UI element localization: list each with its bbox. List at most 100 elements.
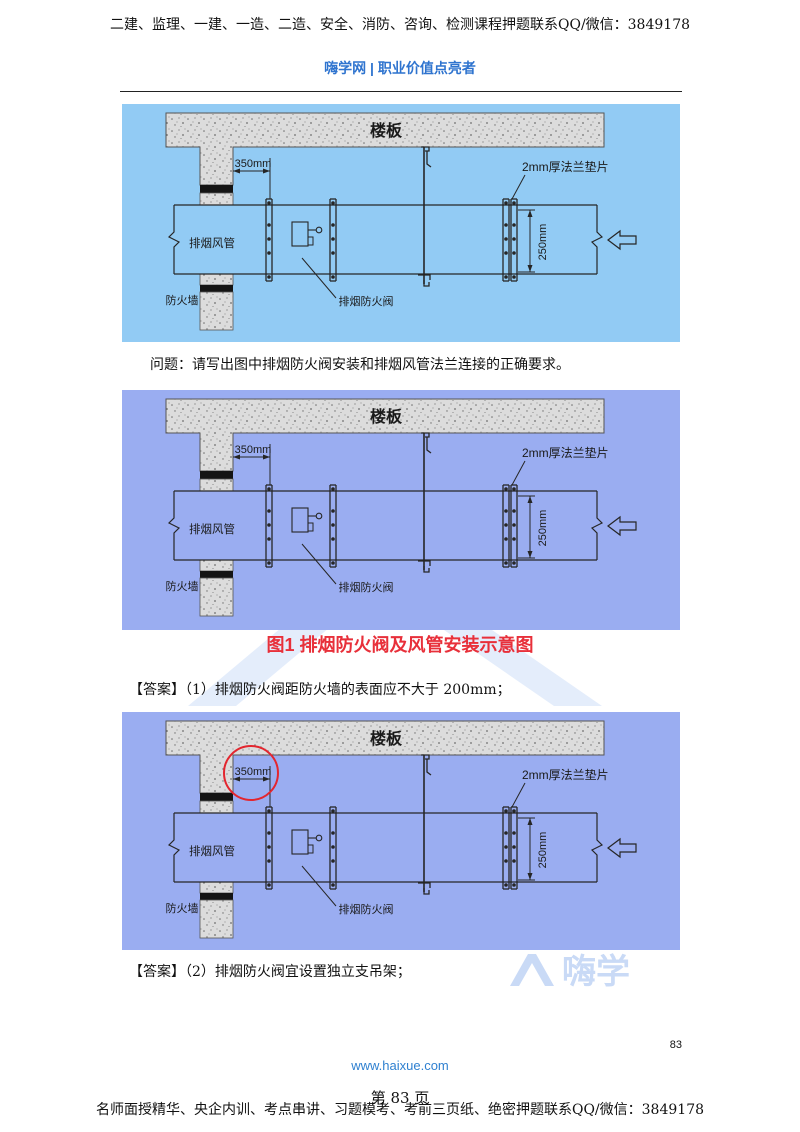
dimension-350: 350mm bbox=[233, 444, 271, 485]
flange-bolt bbox=[331, 537, 335, 541]
flange-bolt bbox=[512, 831, 516, 835]
damper-flange bbox=[329, 806, 337, 890]
fire-wall-seal-band bbox=[200, 185, 233, 193]
flange-bolt bbox=[512, 523, 516, 527]
hanger-top-bracket bbox=[421, 432, 432, 454]
damper-fuse bbox=[307, 236, 314, 246]
flange-bolt bbox=[267, 537, 271, 541]
flange-bolt bbox=[267, 831, 271, 835]
dimension-arrowhead bbox=[527, 551, 533, 558]
damper-body bbox=[291, 221, 309, 247]
flange-bolt bbox=[512, 223, 516, 227]
fire-wall bbox=[199, 291, 234, 331]
flange-bolt bbox=[512, 859, 516, 863]
flange-bolt bbox=[267, 845, 271, 849]
duct-flange bbox=[265, 806, 273, 890]
dimension-arrowhead bbox=[263, 776, 270, 782]
gasket-leader-line bbox=[511, 174, 526, 200]
dimension-350: 350mm bbox=[233, 766, 271, 807]
hanger-top-bracket bbox=[421, 754, 432, 776]
duct-break-right bbox=[590, 813, 604, 882]
fire-wall-seal-band bbox=[200, 285, 233, 292]
damper-actuator bbox=[315, 834, 323, 842]
flange-bolt bbox=[267, 883, 271, 887]
dimension-arrowhead bbox=[263, 168, 270, 174]
website-url: www.haixue.com bbox=[351, 1058, 449, 1073]
flange-bolt bbox=[267, 561, 271, 565]
flange-bolt bbox=[512, 237, 516, 241]
flange-bolt bbox=[504, 251, 508, 255]
label-gasket: 2mm厚法兰垫片 bbox=[522, 159, 609, 174]
gasket-flange-left bbox=[502, 806, 510, 890]
label-damper: 排烟防火阀 bbox=[339, 294, 394, 308]
fire-wall-seal-band bbox=[200, 893, 233, 900]
damper-body bbox=[291, 829, 309, 855]
fire-wall-fill bbox=[199, 881, 234, 894]
dimension-arrowhead bbox=[263, 454, 270, 460]
duct-flange bbox=[265, 198, 273, 282]
answer-1: 【答案】（1）排烟防火阀距防火墙的表面应不大于 200mm； bbox=[129, 682, 511, 698]
flange-bolt bbox=[512, 275, 516, 279]
damper-actuator bbox=[315, 226, 323, 234]
answer-2: 【答案】（2）排烟防火阀宜设置独立支吊架； bbox=[129, 964, 411, 980]
flange-bolt bbox=[331, 561, 335, 565]
label-fire-wall: 防火墙 bbox=[166, 293, 199, 307]
label-slab: 楼板 bbox=[370, 729, 403, 748]
flange-bolt bbox=[504, 487, 508, 491]
fire-wall-fill bbox=[199, 192, 234, 206]
label-duct: 排烟风管 bbox=[189, 844, 235, 858]
flange-bolt bbox=[504, 275, 508, 279]
flange-bolt bbox=[504, 831, 508, 835]
flange-bolt bbox=[331, 237, 335, 241]
label-fire-wall: 防火墙 bbox=[166, 901, 199, 915]
flange-bolt bbox=[512, 809, 516, 813]
figure-caption: 图1 排烟防火阀及风管安装示意图 bbox=[266, 635, 534, 655]
fire-wall-seal-band bbox=[200, 571, 233, 578]
flange-bolt bbox=[331, 845, 335, 849]
header-contact-line: 二建、监理、一建、一造、二造、安全、消防、咨询、检测课程押题联系QQ/微信：38… bbox=[109, 17, 691, 33]
dimension-250: 250mm bbox=[518, 817, 549, 881]
flange-bolt bbox=[504, 537, 508, 541]
diagram-3: 排烟防火阀 350mm 250mm 2mm厚法兰垫片 楼板排烟风管防火墙 bbox=[122, 712, 680, 950]
label-gasket: 2mm厚法兰垫片 bbox=[522, 445, 609, 460]
gasket-flange-left bbox=[502, 484, 510, 568]
damper-flange bbox=[329, 484, 337, 568]
flange-bolt bbox=[267, 275, 271, 279]
flange-bolt bbox=[331, 883, 335, 887]
fire-wall-fill bbox=[199, 273, 234, 286]
damper-leader-line bbox=[301, 865, 337, 907]
damper-body bbox=[291, 507, 309, 533]
gasket-flange-right bbox=[510, 806, 518, 890]
damper-symbol bbox=[291, 829, 323, 855]
dimension-250: 250mm bbox=[518, 209, 549, 273]
label-duct: 排烟风管 bbox=[189, 522, 235, 536]
flange-bolt bbox=[504, 809, 508, 813]
hanger-support bbox=[418, 146, 432, 287]
gasket-flange-left bbox=[502, 198, 510, 282]
label-250mm: 250mm bbox=[537, 832, 549, 869]
flange-bolt bbox=[331, 509, 335, 513]
hanger-support bbox=[418, 432, 432, 573]
fire-wall bbox=[199, 899, 234, 939]
dimension-arrowhead bbox=[527, 496, 533, 503]
flange-bolt bbox=[331, 251, 335, 255]
label-350mm: 350mm bbox=[235, 766, 272, 778]
duct-break-left bbox=[167, 813, 181, 882]
dimension-arrowhead bbox=[233, 454, 240, 460]
footer-contact-line: 名师面授精华、央企内训、考点串讲、习题模考、考前三页纸、绝密押题联系QQ/微信：… bbox=[95, 1102, 705, 1118]
highlight-circle bbox=[223, 745, 279, 801]
damper-fuse bbox=[307, 844, 314, 854]
flange-bolt bbox=[267, 523, 271, 527]
label-damper: 排烟防火阀 bbox=[339, 902, 394, 916]
label-slab: 楼板 bbox=[370, 121, 403, 140]
fire-wall-seal-band bbox=[200, 793, 233, 801]
flange-bolt bbox=[512, 883, 516, 887]
label-250mm: 250mm bbox=[537, 510, 549, 547]
label-gasket: 2mm厚法兰垫片 bbox=[522, 767, 609, 782]
flange-bolt bbox=[504, 201, 508, 205]
dimension-arrowhead bbox=[527, 265, 533, 272]
flange-bolt bbox=[267, 859, 271, 863]
flange-bolt bbox=[331, 831, 335, 835]
